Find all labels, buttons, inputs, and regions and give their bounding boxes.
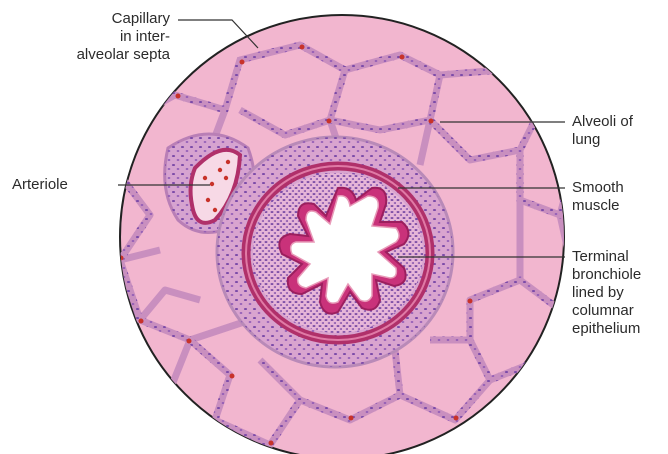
label-arteriole: Arteriole <box>12 176 68 194</box>
label-alveoli: Alveoli of lung <box>572 113 633 149</box>
label-terminal-bronchiole: Terminal bronchiole lined by columnar ep… <box>572 248 666 338</box>
label-smooth-muscle: Smooth muscle <box>572 179 624 215</box>
label-capillary: Capillary in inter- alveolar septa <box>56 10 170 64</box>
